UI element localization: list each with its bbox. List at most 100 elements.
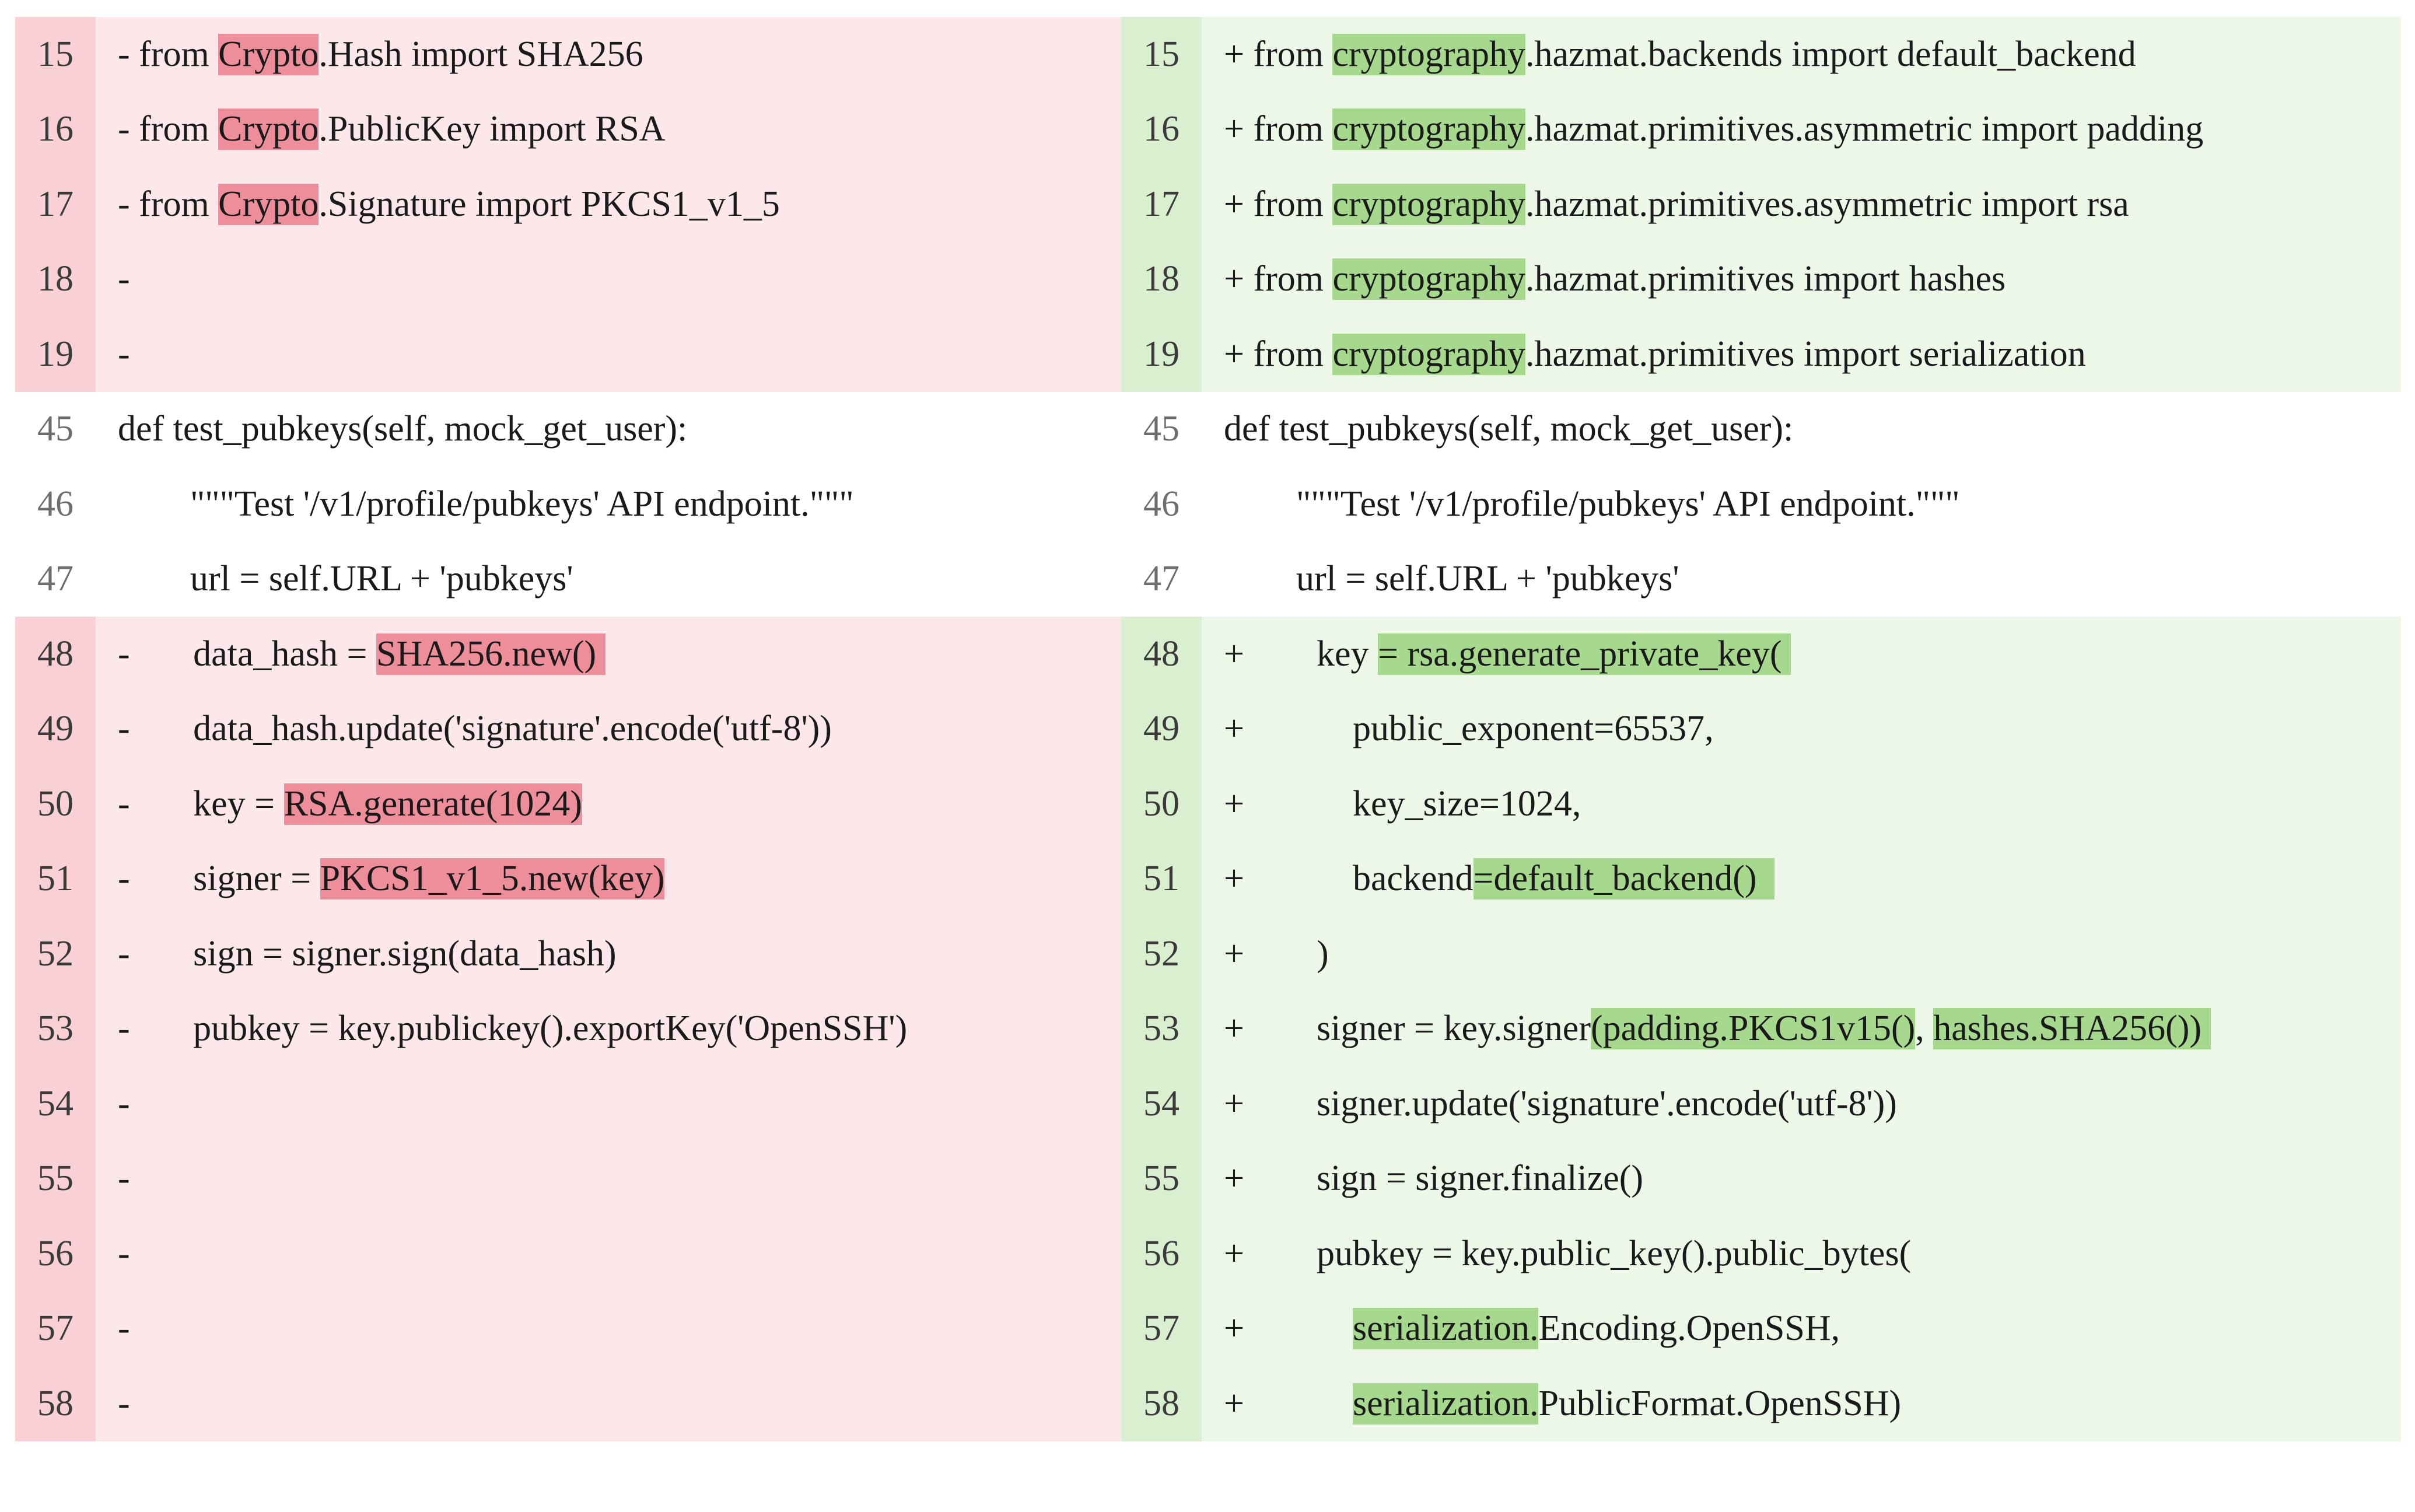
diff-row: 45 def test_pubkeys(self, mock_get_user):… (15, 391, 2401, 467)
line-number: 45 (15, 391, 96, 467)
left-deleted-line: 53 - pubkey = key.publickey().exportKey('… (15, 991, 1121, 1066)
right-added-line: 18+ from cryptography.hazmat.primitives … (1121, 242, 2401, 317)
left-deleted-line: 55- (15, 1141, 1121, 1216)
line-number: 46 (15, 467, 96, 542)
left-deleted-line: 58- (15, 1366, 1121, 1441)
line-number: 51 (15, 841, 96, 916)
diff-row: 47 url = self.URL + 'pubkeys'47 url = se… (15, 541, 2401, 617)
code-text: PublicFormat.OpenSSH) (1538, 1383, 1902, 1423)
right-context-line: 46 """Test '/v1/profile/pubkeys' API end… (1121, 467, 2401, 542)
left-deleted-line: 54- (15, 1066, 1121, 1142)
code-line: url = self.URL + 'pubkeys' (1202, 541, 2401, 617)
line-number: 50 (1121, 766, 1202, 842)
code-text: - sign = signer.sign(data_hash) (118, 933, 617, 974)
code-line: - key = RSA.generate(1024) (96, 766, 1121, 842)
line-number: 46 (1121, 467, 1202, 542)
line-number: 58 (1121, 1366, 1202, 1441)
code-text: url = self.URL + 'pubkeys' (1224, 559, 1679, 599)
code-text: + (1224, 1308, 1353, 1349)
changed-token-highlight: serialization. (1352, 1382, 1539, 1424)
line-number: 53 (15, 991, 96, 1066)
code-line: url = self.URL + 'pubkeys' (96, 541, 1121, 617)
changed-token-highlight: SHA256.new() (376, 633, 606, 675)
diff-row: 54-54+ signer.update('signature'.encode(… (15, 1066, 2401, 1142)
code-line: + from cryptography.hazmat.primitives im… (1202, 317, 2401, 392)
right-added-line: 19+ from cryptography.hazmat.primitives … (1121, 317, 2401, 392)
code-line: + key_size=1024, (1202, 766, 2401, 842)
code-text: url = self.URL + 'pubkeys' (118, 559, 573, 599)
code-text: """Test '/v1/profile/pubkeys' API endpoi… (1224, 484, 1960, 524)
code-text: - pubkey = key.publickey().exportKey('Op… (118, 1009, 908, 1049)
diff-row: 18-18+ from cryptography.hazmat.primitiv… (15, 242, 2401, 317)
changed-token-highlight: Crypto (218, 33, 319, 75)
code-text: + pubkey = key.public_key().public_bytes… (1224, 1233, 1912, 1273)
changed-token-highlight: hashes.SHA256()) (1933, 1008, 2211, 1050)
code-line: + from cryptography.hazmat.primitives im… (1202, 242, 2401, 317)
left-deleted-line: 48- data_hash = SHA256.new() (15, 617, 1121, 692)
code-text: , (1915, 1009, 1934, 1049)
changed-token-highlight: RSA.generate(1024) (284, 783, 582, 825)
changed-token-highlight: Crypto (218, 108, 319, 150)
code-text: + signer.update('signature'.encode('utf-… (1224, 1083, 1897, 1124)
line-number: 51 (1121, 841, 1202, 916)
right-added-line: 49+ public_exponent=65537, (1121, 691, 2401, 766)
line-number: 45 (1121, 391, 1202, 467)
left-deleted-line: 19- (15, 317, 1121, 392)
code-text: .Hash import SHA256 (318, 34, 643, 74)
code-line: - (96, 1141, 1121, 1216)
code-text: - signer = (118, 859, 320, 899)
diff-row: 49- data_hash.update('signature'.encode(… (15, 691, 2401, 766)
code-text: .hazmat.primitives.asymmetric import pad… (1525, 109, 2204, 149)
right-added-line: 50+ key_size=1024, (1121, 766, 2401, 842)
changed-token-highlight: Crypto (218, 183, 319, 225)
code-line: + public_exponent=65537, (1202, 691, 2401, 766)
code-line: """Test '/v1/profile/pubkeys' API endpoi… (1202, 467, 2401, 542)
changed-token-highlight: (padding.PKCS1v15() (1590, 1008, 1916, 1050)
code-text: - (118, 334, 130, 374)
code-text: + public_exponent=65537, (1224, 709, 1714, 749)
code-text: + key (1224, 634, 1378, 674)
left-deleted-line: 18- (15, 242, 1121, 317)
changed-token-highlight: cryptography (1332, 258, 1526, 300)
code-line: + ) (1202, 916, 2401, 992)
diff-row: 19-19+ from cryptography.hazmat.primitiv… (15, 317, 2401, 392)
code-line: + serialization.Encoding.OpenSSH, (1202, 1291, 2401, 1366)
line-number: 57 (15, 1291, 96, 1366)
diff-row: 56-56+ pubkey = key.public_key().public_… (15, 1216, 2401, 1292)
code-text: - (118, 1383, 130, 1423)
left-deleted-line: 50- key = RSA.generate(1024) (15, 766, 1121, 842)
changed-token-highlight: serialization. (1352, 1308, 1539, 1350)
code-text: - data_hash.update('signature'.encode('u… (118, 709, 832, 749)
right-added-line: 54+ signer.update('signature'.encode('ut… (1121, 1066, 2401, 1142)
right-context-line: 45 def test_pubkeys(self, mock_get_user): (1121, 391, 2401, 467)
left-deleted-line: 52 - sign = signer.sign(data_hash) (15, 916, 1121, 992)
line-number: 50 (15, 766, 96, 842)
diff-row: 50- key = RSA.generate(1024)50+ key_size… (15, 766, 2401, 842)
diff-row: 52 - sign = signer.sign(data_hash)52 + ) (15, 916, 2401, 992)
right-added-line: 17+ from cryptography.hazmat.primitives.… (1121, 167, 2401, 242)
code-line: + backend=default_backend() (1202, 841, 2401, 916)
diff-row: 58-58+ serialization.PublicFormat.OpenSS… (15, 1366, 2401, 1441)
code-text: + signer = key.signer (1224, 1009, 1591, 1049)
code-line: + from cryptography.hazmat.primitives.as… (1202, 92, 2401, 167)
line-number: 16 (1121, 92, 1202, 167)
line-number: 55 (1121, 1141, 1202, 1216)
line-number: 52 (15, 916, 96, 992)
code-line: + from cryptography.hazmat.primitives.as… (1202, 167, 2401, 242)
line-number: 54 (15, 1066, 96, 1142)
changed-token-highlight: =default_backend() (1473, 858, 1775, 900)
right-added-line: 16+ from cryptography.hazmat.primitives.… (1121, 92, 2401, 167)
code-text: - (118, 1308, 130, 1349)
code-line: + signer = key.signer(padding.PKCS1v15()… (1202, 991, 2401, 1066)
code-line: - (96, 1216, 1121, 1292)
code-text: def test_pubkeys(self, mock_get_user): (1224, 409, 1794, 449)
code-line: - from Crypto.Hash import SHA256 (96, 17, 1121, 92)
left-context-line: 46 """Test '/v1/profile/pubkeys' API end… (15, 467, 1121, 542)
code-line: """Test '/v1/profile/pubkeys' API endpoi… (96, 467, 1121, 542)
line-number: 19 (1121, 317, 1202, 392)
line-number: 16 (15, 92, 96, 167)
code-text: + from (1224, 109, 1333, 149)
code-line: + pubkey = key.public_key().public_bytes… (1202, 1216, 2401, 1292)
code-text: .hazmat.primitives import hashes (1525, 259, 2006, 299)
